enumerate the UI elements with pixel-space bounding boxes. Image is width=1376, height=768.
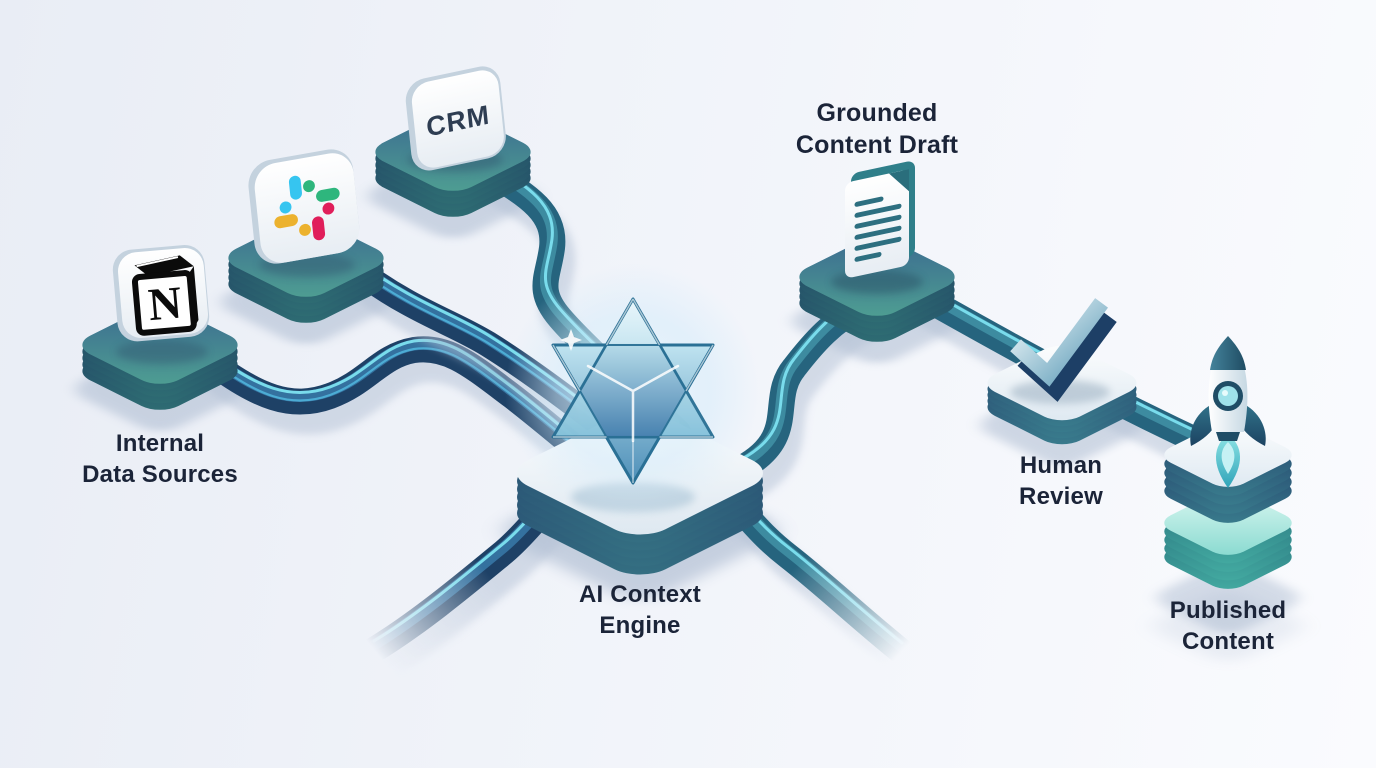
node-label-published-content: Published Content (1170, 596, 1286, 657)
platform-published (1155, 336, 1301, 594)
platform-slack (217, 149, 395, 329)
platform-notion: N (71, 245, 249, 416)
notion-icon: N (112, 245, 210, 342)
label-line: Content (1181, 627, 1275, 655)
label-line: Human (1019, 452, 1103, 479)
platform-engine (502, 263, 778, 582)
label-line: Review (1019, 482, 1103, 510)
label-line: Grounded (816, 99, 938, 127)
node-label-human-review: Human Review (1019, 451, 1103, 512)
label-line: Published (1169, 597, 1287, 624)
checkmark-icon (1010, 298, 1117, 402)
crystal-star-icon (505, 263, 761, 519)
rocket-icon (1190, 336, 1266, 488)
crm-tile: CRM (405, 66, 506, 171)
label-line: Data Sources (82, 460, 238, 488)
label-line: AI Context (579, 581, 701, 608)
document-icon (845, 161, 915, 278)
slack-icon (248, 149, 360, 264)
node-label-ai-context-engine: AI Context Engine (579, 580, 701, 641)
label-line: Engine (599, 611, 681, 639)
node-label-grounded-content-draft: Grounded Content Draft (796, 97, 958, 161)
platform-crm: CRM (364, 66, 542, 223)
platform-draft (788, 161, 966, 348)
label-line: Internal (115, 430, 205, 457)
notion-letter: N (146, 277, 184, 331)
platform-human-review (977, 298, 1147, 450)
label-line: Content Draft (795, 131, 959, 159)
node-label-internal-data-sources: Internal Data Sources (82, 429, 238, 490)
